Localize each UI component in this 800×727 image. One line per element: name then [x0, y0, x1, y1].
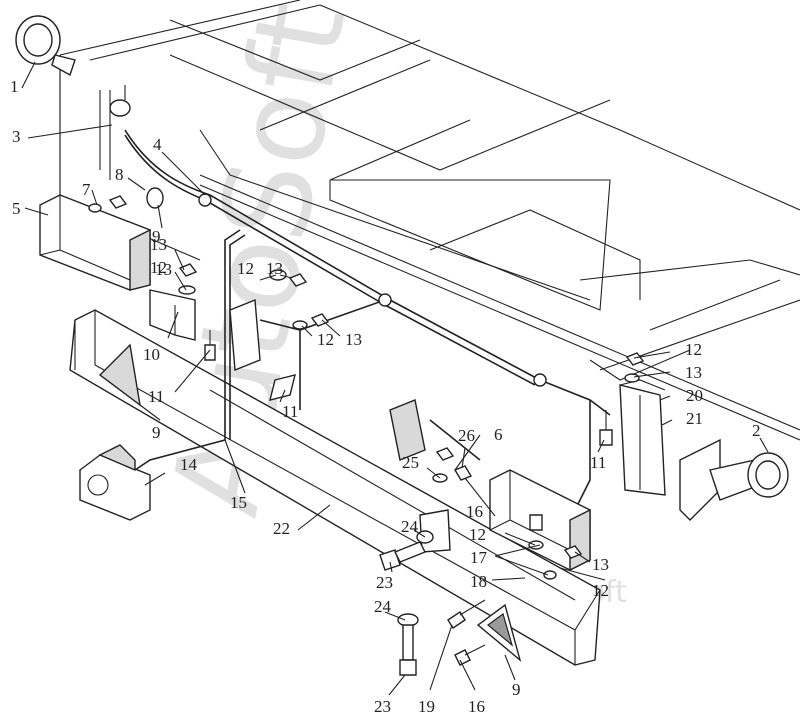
callout-13c: 13	[345, 330, 362, 349]
callout-14: 14	[180, 455, 198, 474]
callout-13a: 13	[150, 235, 167, 254]
callout-18: 18	[470, 572, 487, 591]
callout-12b: 12	[237, 259, 254, 278]
part-reflector-right	[476, 603, 522, 662]
callout-8: 8	[115, 165, 124, 184]
callout-20: 20	[686, 386, 703, 405]
part-reverse-lamp	[79, 444, 151, 521]
callout-26: 26	[458, 426, 475, 445]
callout-6: 6	[494, 425, 503, 444]
callout-9a: 9	[152, 227, 161, 246]
part-side-lamp-right	[679, 438, 789, 521]
callout-3: 3	[12, 127, 21, 146]
callout-4: 4	[153, 135, 162, 154]
vehicle-frame	[59, 0, 800, 441]
callout-13d: 13	[685, 363, 702, 382]
fasteners	[88, 99, 645, 676]
callout-12f: 12	[592, 581, 609, 600]
harness-clip	[378, 293, 392, 307]
callout-23a: 23	[376, 573, 393, 592]
callout-13e: 13	[592, 555, 609, 574]
callout-12c: 12	[317, 330, 334, 349]
callout-13b: 13	[266, 259, 283, 278]
callout-11b: 11	[282, 402, 298, 421]
part-marker-light	[229, 298, 426, 461]
callout-24a: 24	[401, 517, 419, 536]
callout-11c: 11	[590, 453, 606, 472]
callout-10: 10	[143, 345, 160, 364]
callout-16b: 16	[468, 697, 485, 716]
part-tail-lamp-left	[39, 194, 151, 291]
rear-bumper-beam	[69, 309, 601, 666]
harness-clip-2	[533, 373, 547, 387]
callout-23b: 23	[374, 697, 391, 716]
callout-11a: 11	[148, 387, 164, 406]
callout-7: 7	[82, 180, 91, 199]
callout-12d: 12	[685, 340, 702, 359]
callout-12a: 12	[150, 258, 167, 277]
callout-15: 15	[230, 493, 247, 512]
callout-17: 17	[470, 548, 488, 567]
callout-labels: 1 2 3 4 5 6 7 8 9 9 9 10 11 11 11 12 12 …	[10, 77, 761, 716]
harness-grommet	[198, 193, 212, 207]
callout-12e: 12	[469, 525, 486, 544]
callout-9c: 9	[512, 680, 521, 699]
callout-1: 1	[10, 77, 19, 96]
callout-13f: 13	[155, 260, 172, 279]
part-side-lamp-left	[15, 15, 76, 200]
callout-25: 25	[402, 453, 419, 472]
callout-9b: 9	[152, 423, 161, 442]
callout-24b: 24	[374, 597, 392, 616]
wiring-harness	[124, 129, 611, 521]
part-reflector-left	[98, 343, 141, 407]
callout-16a: 16	[466, 502, 483, 521]
callout-19: 19	[418, 697, 435, 716]
callout-5: 5	[12, 199, 21, 218]
callout-21: 21	[686, 409, 703, 428]
leader-lines	[21, 61, 769, 696]
callout-22: 22	[273, 519, 290, 538]
part-bracket-right	[619, 379, 666, 496]
callout-2: 2	[752, 421, 761, 440]
